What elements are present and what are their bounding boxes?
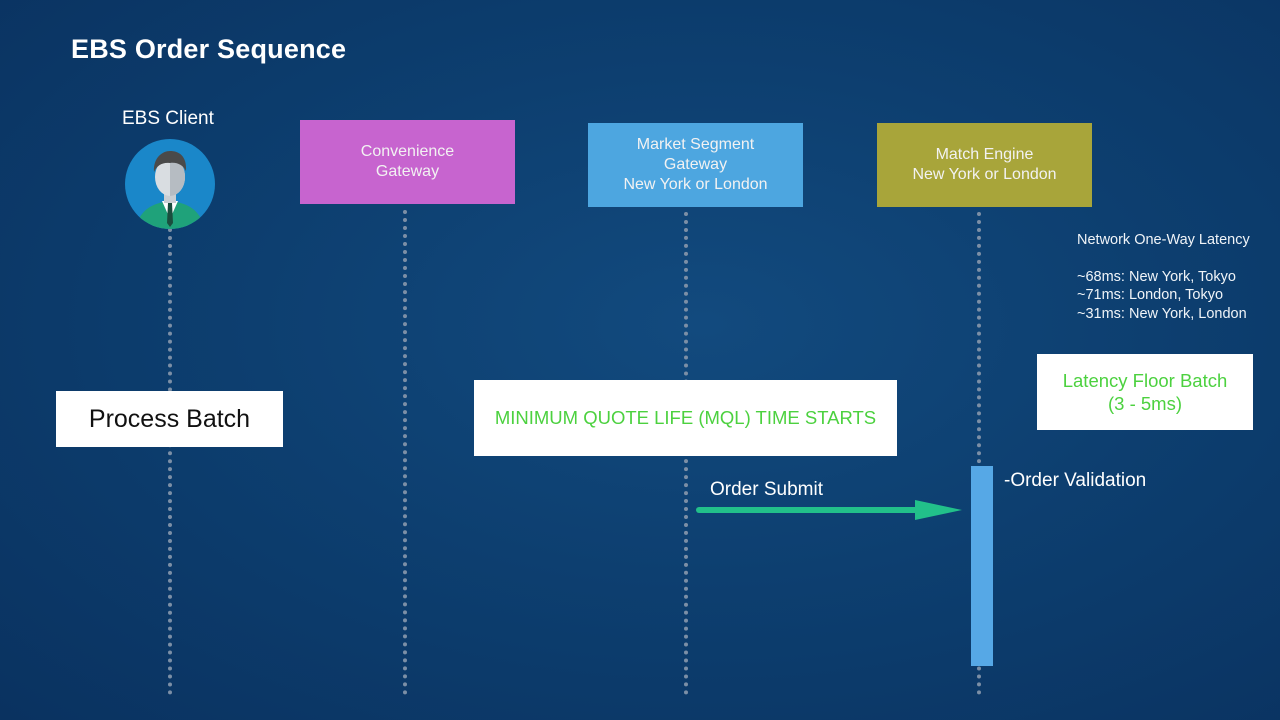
mql-note: MINIMUM QUOTE LIFE (MQL) TIME STARTS: [474, 380, 897, 456]
process-batch-note: Process Batch: [56, 391, 283, 447]
latency-item: ~71ms: London, Tokyo: [1077, 287, 1224, 303]
participant-label-line: New York or London: [912, 166, 1057, 183]
participant-label-line: New York or London: [623, 176, 768, 193]
latency-heading: Network One-Way Latency: [1077, 232, 1250, 248]
order-validation-label: -Order Validation: [1004, 470, 1147, 491]
participant-label-line: Match Engine: [935, 146, 1034, 163]
participant-label-line: Convenience: [360, 143, 455, 160]
participant-match-engine: Match Engine New York or London: [877, 123, 1092, 207]
match-engine-activation-bar: [971, 466, 993, 666]
order-submit-label: Order Submit: [710, 479, 823, 500]
person-avatar-icon: [125, 139, 215, 229]
process-batch-label: Process Batch: [88, 404, 251, 433]
latency-item: ~31ms: New York, London: [1077, 305, 1247, 322]
participant-market-segment-gateway: Market Segment Gateway New York or Londo…: [588, 123, 803, 207]
lifeline-convenience-gateway: [403, 210, 407, 695]
network-latency-info: Network One-Way Latency ~68ms: New York,…: [1077, 231, 1250, 323]
participant-ebs-client-label: EBS Client: [122, 108, 214, 129]
mql-label: MINIMUM QUOTE LIFE (MQL) TIME STARTS: [494, 407, 877, 428]
latency-floor-batch-note: Latency Floor Batch (3 - 5ms): [1037, 354, 1253, 430]
latency-floor-label: Latency Floor Batch: [1062, 370, 1228, 391]
latency-item: ~68ms: New York, Tokyo: [1077, 268, 1236, 285]
arrow-head-icon: [915, 500, 962, 520]
lifeline-ebs-client: [168, 228, 172, 695]
page-title: EBS Order Sequence: [71, 34, 347, 64]
latency-floor-range: (3 - 5ms): [1108, 393, 1182, 414]
participant-label-line: Gateway: [375, 163, 440, 180]
participant-convenience-gateway: Convenience Gateway: [300, 120, 515, 204]
participant-label-line: Market Segment: [636, 136, 755, 153]
order-submit-arrow: [696, 500, 962, 520]
lifeline-match-engine: [977, 212, 981, 695]
participant-label-line: Gateway: [663, 156, 728, 173]
